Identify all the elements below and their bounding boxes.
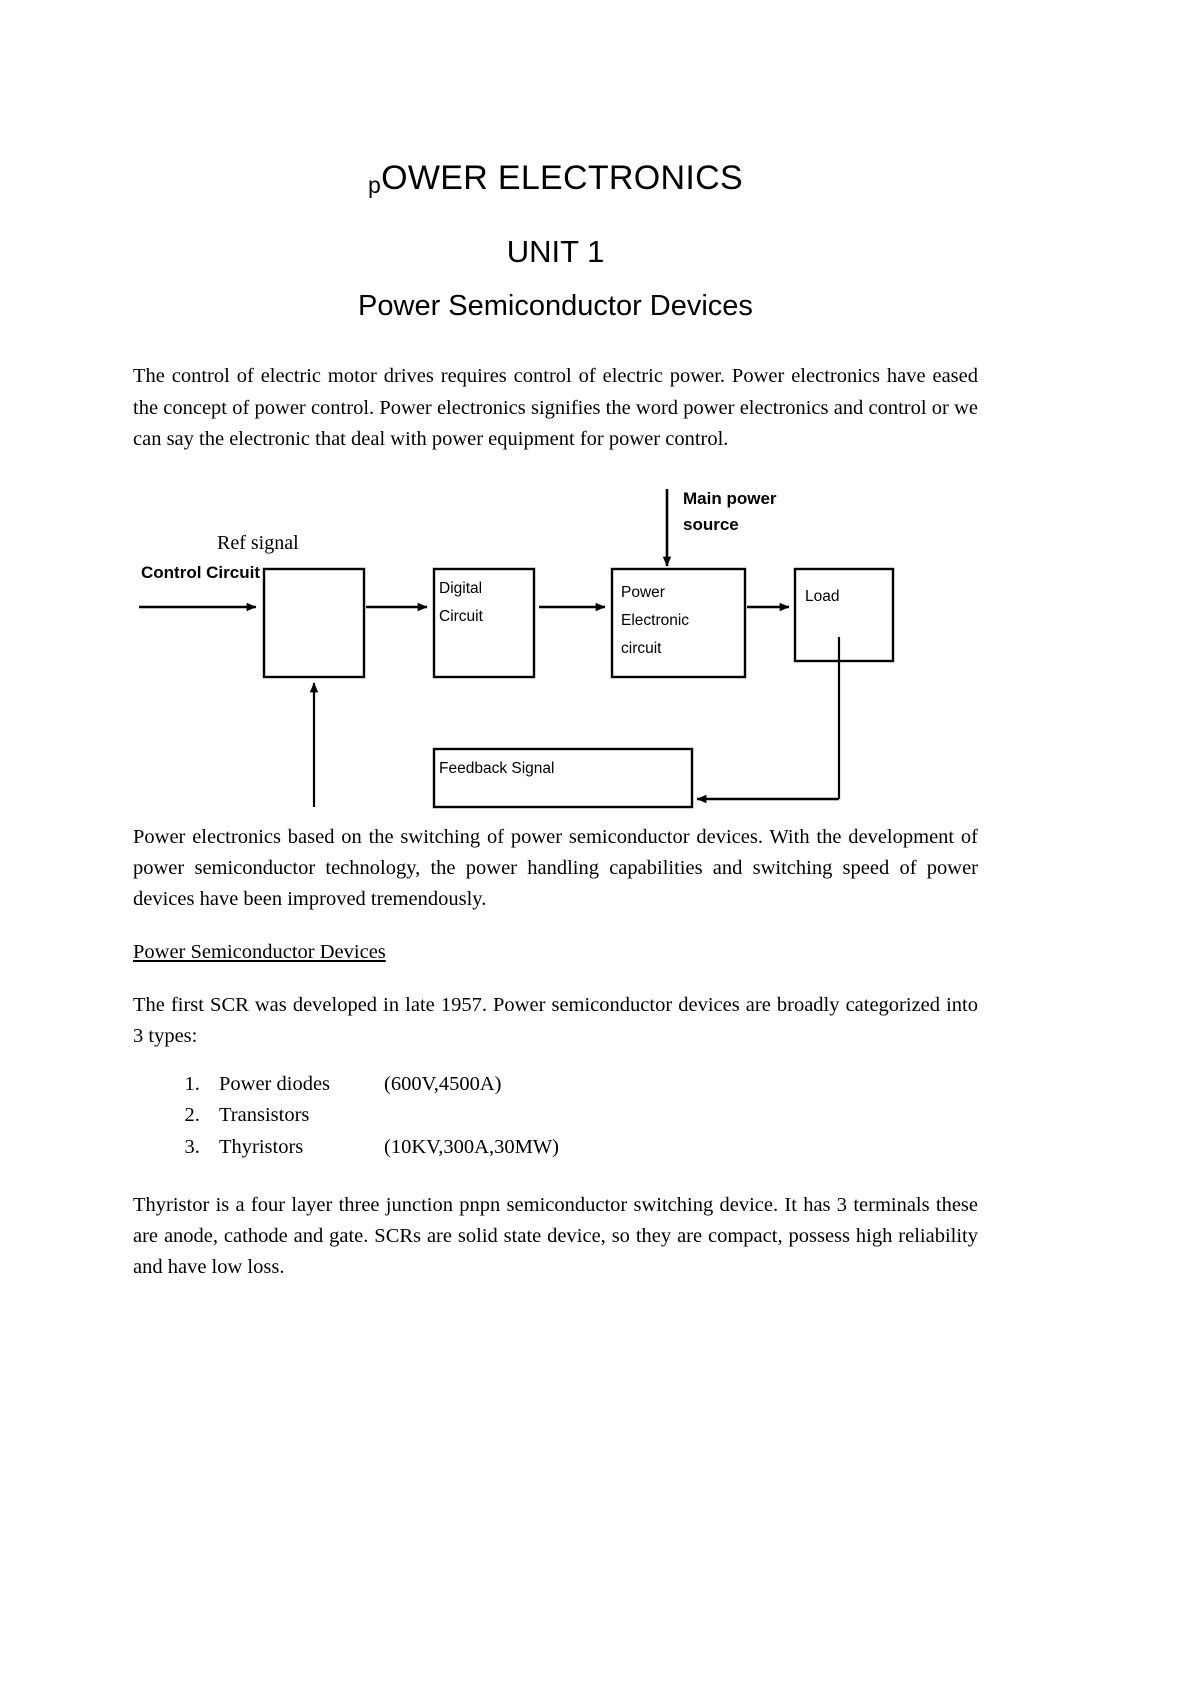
page-title-rest: OWER ELECTRONICS: [381, 159, 743, 197]
intro-paragraph: The control of electric motor drives req…: [133, 365, 978, 450]
diagram-box-digital-label-line2: Circuit: [439, 608, 484, 625]
diagram-box-power-label-line1: Power: [621, 584, 665, 601]
block-diagram: Main power source Ref signal Control Cir…: [133, 477, 978, 822]
device-rating: (600V,4500A): [384, 1072, 502, 1095]
device-name: Thyristors: [219, 1136, 304, 1159]
section-heading-power-semiconductor-devices: Power Semiconductor Devices: [133, 941, 386, 964]
list-item: Power diodes (600V,4500A): [205, 1069, 978, 1101]
diagram-box-digital-label-line1: Digital: [439, 580, 482, 597]
page-title-lead: p: [368, 172, 382, 198]
diagram-label-ref-signal: Ref signal: [217, 532, 299, 554]
diagram-box-digital-circuit: [432, 567, 536, 679]
scr-history-paragraph: The first SCR was developed in late 1957…: [133, 994, 978, 1048]
after-diagram-paragraph: Power electronics based on the switching…: [133, 825, 978, 911]
device-type-list: Power diodes (600V,4500A) Transistors Thy…: [133, 1053, 978, 1164]
diagram-label-main-power-line1: Main power: [683, 489, 777, 508]
diagram-box-feedback-signal: [432, 747, 694, 809]
diagram-box-load: [793, 567, 895, 663]
diagram-box-power-electronic-circuit: [610, 567, 747, 679]
diagram-box-power-label-line3: circuit: [621, 640, 662, 657]
diagram-box-load-label: Load: [805, 588, 839, 605]
diagram-label-control-circuit: Control Circuit: [141, 563, 260, 582]
device-name: Transistors: [219, 1104, 310, 1127]
diagram-box-control-circuit: [262, 567, 366, 679]
unit-heading: UNIT 1: [506, 234, 605, 270]
list-item: Thyristors (10KV,300A,30MW): [205, 1132, 978, 1164]
diagram-box-feedback-label: Feedback Signal: [439, 760, 554, 777]
list-item: Transistors: [205, 1100, 978, 1132]
subtitle-heading: Power Semiconductor Devices: [358, 290, 753, 323]
document-content: pOWER ELECTRONICS UNIT 1 Power Semicondu…: [133, 0, 978, 1283]
page-title: pOWER ELECTRONICS: [133, 0, 978, 197]
diagram-box-power-label-line2: Electronic: [621, 612, 689, 629]
diagram-label-main-power-line2: source: [683, 515, 739, 534]
thyristor-description-paragraph: Thyristor is a four layer three junction…: [133, 1193, 978, 1279]
device-rating: (10KV,300A,30MW): [384, 1136, 560, 1159]
device-name: Power diodes: [219, 1072, 331, 1095]
